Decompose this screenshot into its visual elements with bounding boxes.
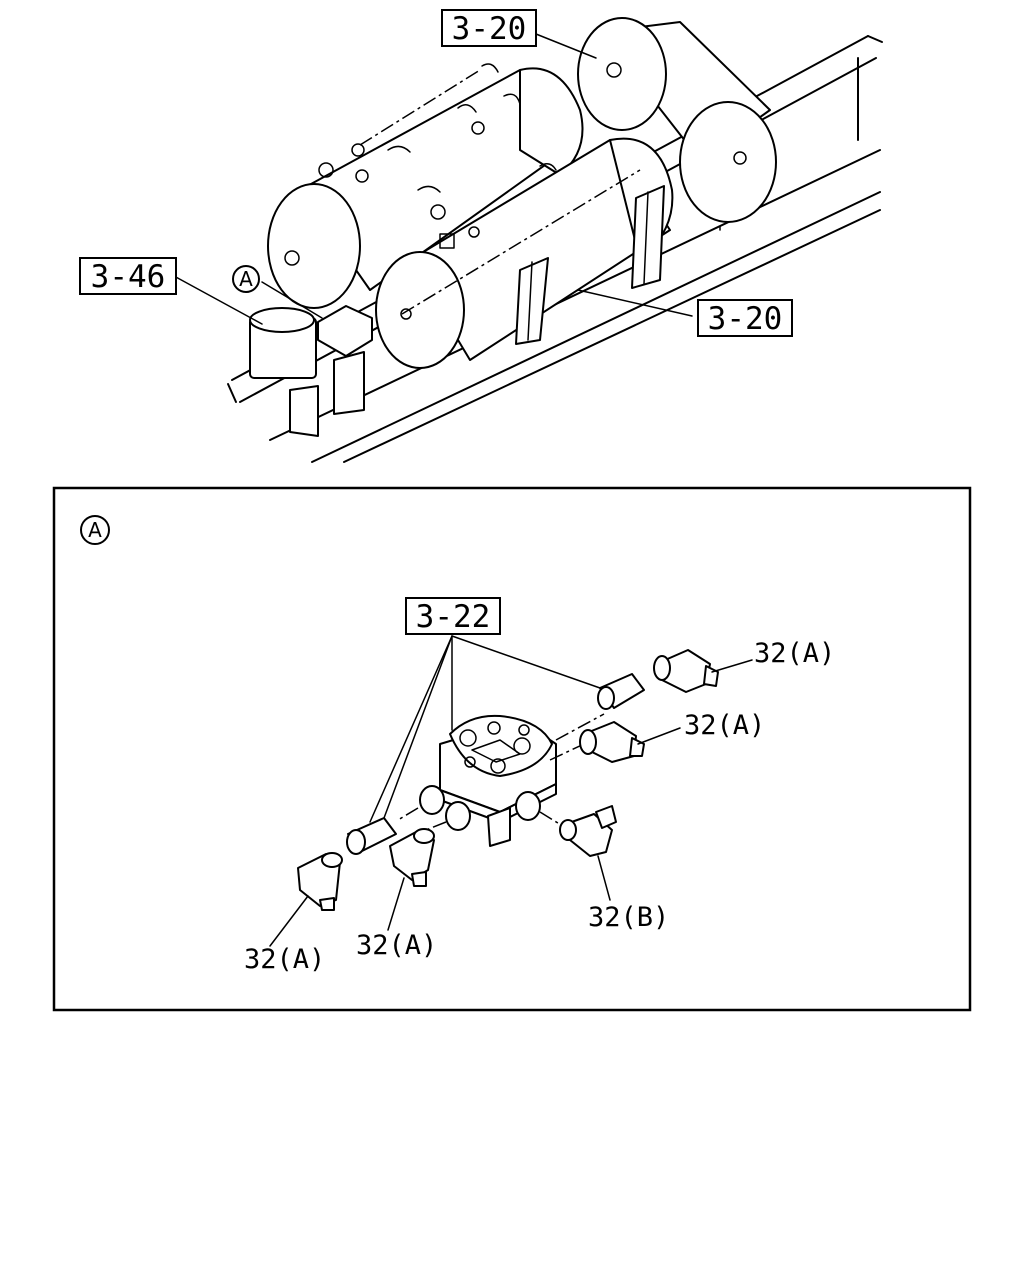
callout-valve-label: 3-22 (416, 599, 491, 635)
rear-air-tank (577, 17, 777, 231)
inset-leader-lines (269, 635, 753, 947)
adapter-upper (597, 673, 645, 710)
elbow-fitting-upper-right (653, 649, 719, 693)
four-circuit-valve (419, 714, 557, 847)
inset-marker-label: A (88, 518, 102, 542)
inset-marker: A (80, 515, 110, 545)
upper-left-air-tank (267, 63, 584, 309)
detail-marker[interactable]: A (232, 265, 260, 293)
detail-inset-frame (52, 486, 972, 1012)
callout-tank-top[interactable]: 3-20 (441, 9, 537, 47)
callout-left-part-label: 3-46 (91, 259, 166, 295)
callout-valve[interactable]: 3-22 (405, 597, 501, 635)
protection-valve-assembly (249, 305, 373, 437)
fitting-label-lower-left[interactable]: 32(A) (244, 944, 325, 975)
callout-left-part[interactable]: 3-46 (79, 257, 177, 295)
adapter-lower (346, 817, 397, 855)
elbow-fitting-lower-right (559, 805, 617, 857)
callout-tank-top-label: 3-20 (452, 11, 527, 47)
callout-tank-right[interactable]: 3-20 (697, 299, 793, 337)
elbow-fitting-lower-center (389, 828, 435, 887)
elbow-fitting-middle-right (579, 721, 645, 763)
callout-tank-right-label: 3-20 (708, 301, 783, 337)
tank-mounting-straps (515, 185, 665, 345)
fitting-label-upper-right[interactable]: 32(A) (754, 638, 835, 669)
top-leader-lines (173, 33, 693, 325)
fitting-label-middle-right[interactable]: 32(A) (684, 710, 765, 741)
fitting-label-lower-center[interactable]: 32(A) (356, 930, 437, 961)
fitting-label-lower-right[interactable]: 32(B) (588, 902, 669, 933)
elbow-fitting-lower-left (297, 852, 343, 911)
detail-marker-label: A (239, 267, 253, 291)
